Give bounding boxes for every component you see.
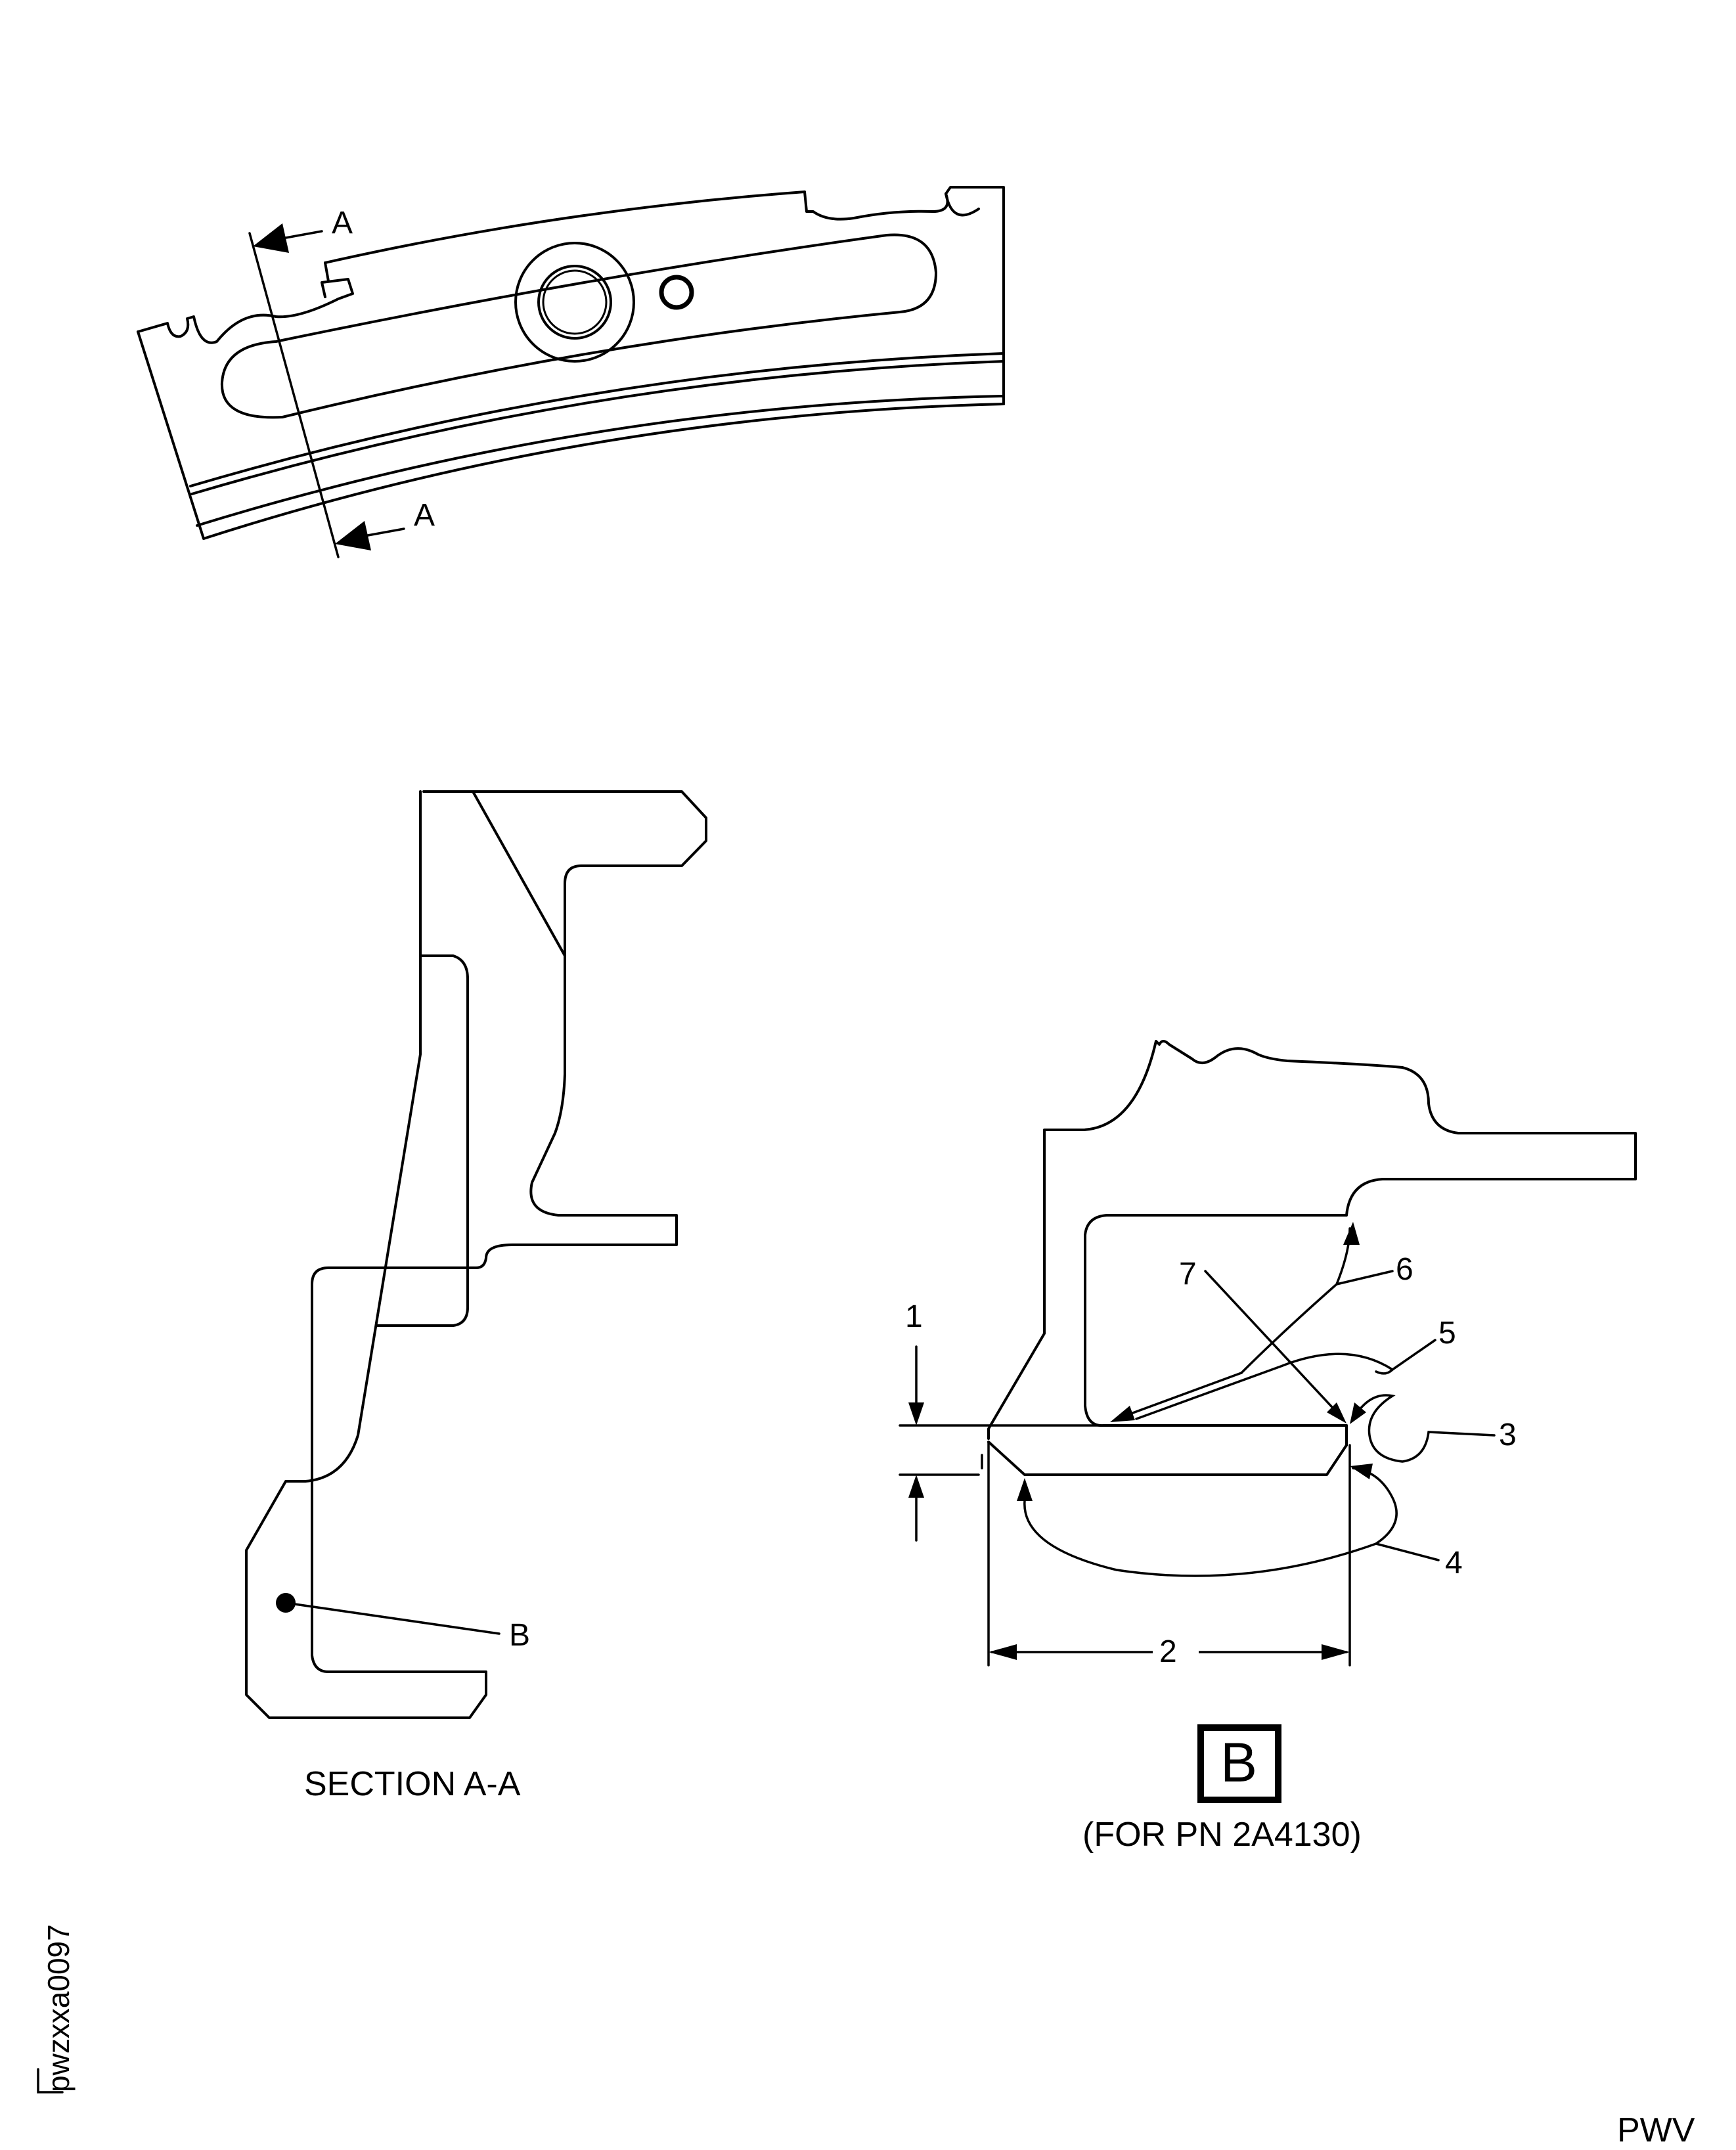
detail-title-box (1197, 1724, 1281, 1803)
callout-7: 7 (1179, 1257, 1197, 1291)
section-arrow-label-top: A (332, 206, 353, 240)
small-hole (659, 275, 694, 310)
section-caption: SECTION A-A (304, 1765, 521, 1803)
detail-title: B (1220, 1732, 1257, 1793)
callout-3: 3 (1499, 1418, 1517, 1452)
section-a-a-profile (245, 790, 707, 1719)
detail-b-leader (284, 1601, 501, 1635)
boss-circle (514, 242, 635, 363)
detail-b-profile (987, 1040, 1637, 1476)
callout-4: 4 (1445, 1546, 1463, 1580)
cut-arrowhead-top (253, 223, 289, 253)
callout-5: 5 (1438, 1316, 1456, 1351)
detail-b-dimensions (899, 1345, 1351, 1670)
detail-subtitle: (FOR PN 2A4130) (1082, 1816, 1362, 1854)
figure-id: pwzxxa0097 (41, 1924, 76, 2092)
boss-bore-inner (542, 269, 608, 335)
detail-b-callout-leaders (1017, 1222, 1496, 1577)
figure-id-corner (37, 2068, 64, 2094)
section-cut-line (248, 223, 405, 558)
callout-6: 6 (1396, 1252, 1413, 1287)
callout-1: 1 (905, 1299, 923, 1334)
detail-ref-label: B (509, 1618, 530, 1653)
footer-code: PWV (1617, 2111, 1695, 2149)
callout-2: 2 (1159, 1634, 1177, 1669)
boss-bore (537, 265, 612, 340)
cut-arrowhead-bottom (335, 521, 371, 550)
section-arrow-label-bottom: A (414, 498, 435, 533)
